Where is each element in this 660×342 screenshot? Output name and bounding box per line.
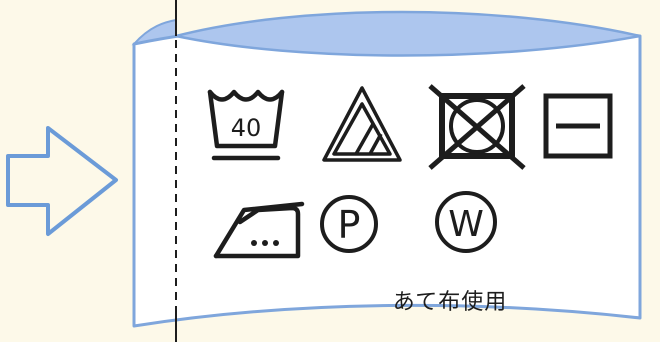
flat-dry-icon	[543, 93, 613, 159]
wet-clean-w-icon	[435, 191, 497, 253]
iron-heat-dots	[251, 240, 279, 246]
tag-body	[132, 20, 642, 328]
bleach-triangle-icon	[322, 86, 402, 162]
no-tumble-dry-icon	[428, 84, 526, 170]
wash-tub-40-icon	[207, 89, 285, 161]
dry-clean-p-icon	[320, 195, 378, 253]
iron-medium-heat-icon	[213, 201, 305, 259]
dry-clean-letter: P	[338, 203, 361, 247]
arrow-right-icon	[6, 126, 118, 236]
tag-top-fold	[175, 10, 641, 57]
press-cloth-note: あて布使用	[392, 290, 508, 315]
wash-temperature: 40	[231, 114, 262, 142]
wet-clean-letter: W	[448, 204, 484, 245]
